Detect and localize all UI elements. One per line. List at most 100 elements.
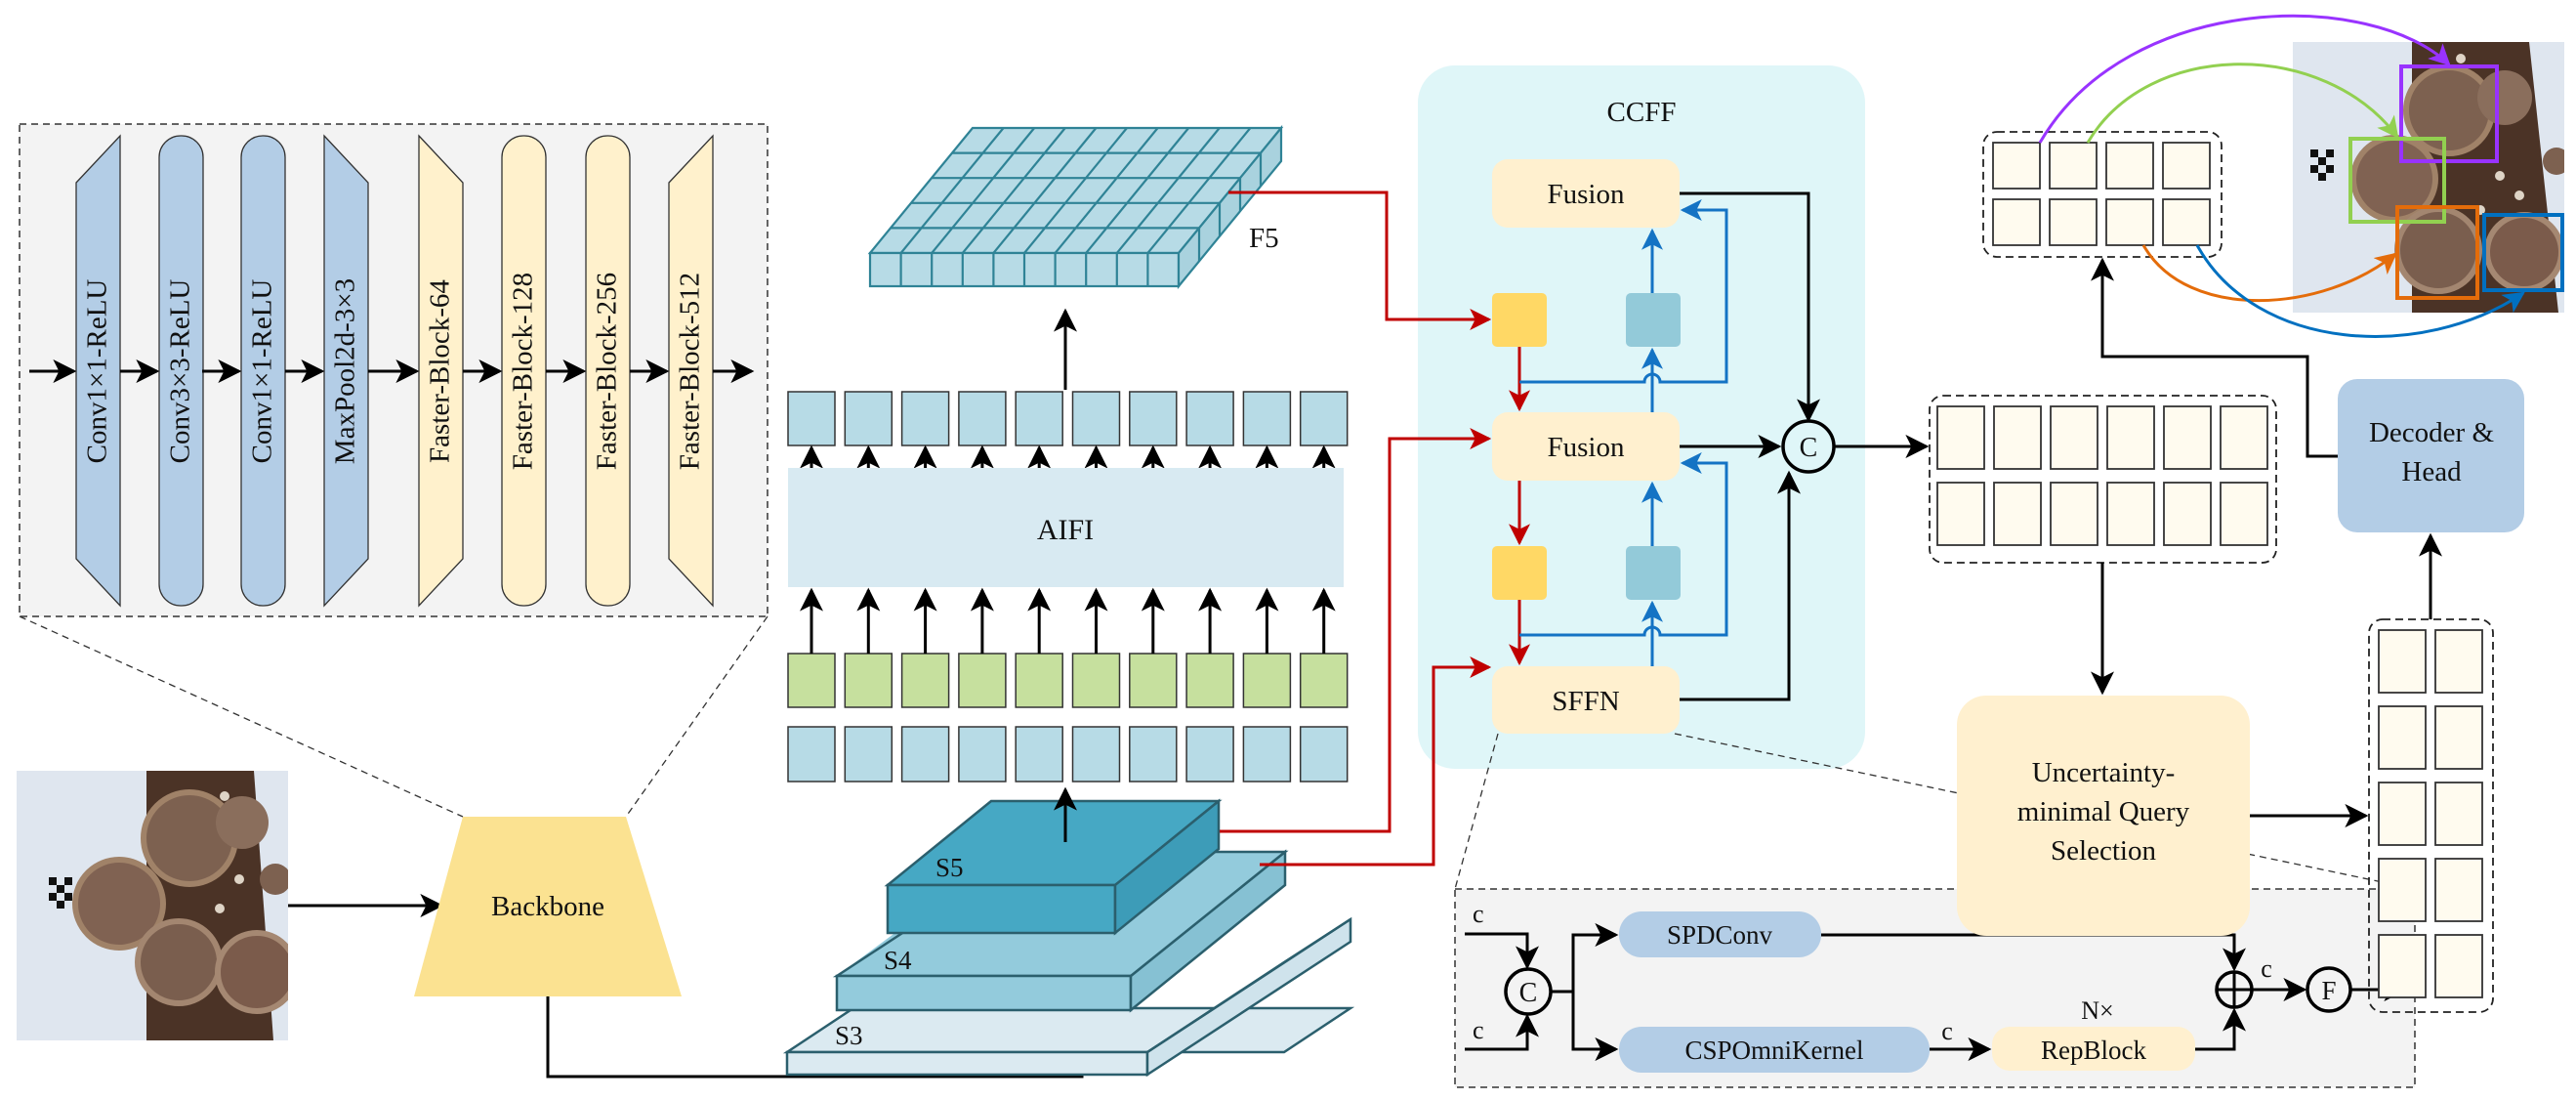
position-embedding-token <box>1129 653 1178 708</box>
aifi-output-token <box>844 391 893 446</box>
aifi-output-token <box>1129 391 1178 446</box>
encoder-token-cell <box>2050 405 2098 470</box>
repblock-label: RepBlock <box>2041 1036 2146 1065</box>
aifi-output-token <box>787 391 836 446</box>
edge-label-out: c <box>2261 954 2272 983</box>
arrow-decoder-to-outputs <box>2091 257 2338 458</box>
backbone-stage-label: Faster-Block-512 <box>675 273 706 470</box>
f5-feature-map <box>867 124 1284 290</box>
position-embedding-token <box>900 653 950 708</box>
mushroom <box>215 930 288 1014</box>
fusion-top-block[interactable]: Fusion <box>1492 159 1680 228</box>
fuse-symbol: F <box>2321 976 2336 1005</box>
query-selection-block[interactable]: Uncertainty- minimal Query Selection <box>1957 696 2250 936</box>
output-cell <box>2162 198 2211 246</box>
aifi-output-token <box>1242 391 1292 446</box>
link-purple <box>2038 14 2451 144</box>
arrow-sffn-to-concat <box>1680 470 1801 701</box>
sffn-zoom-guide-left <box>1454 733 1499 890</box>
aifi-output-token <box>1299 391 1349 446</box>
flattened-s5-token <box>1071 726 1121 783</box>
query-cell <box>2434 705 2483 770</box>
fusion-top-label: Fusion <box>1548 179 1625 210</box>
spdconv-label: SPDConv <box>1667 920 1773 950</box>
sffn-detail-panel: c c C SPDConv CSPOmniKernel RepBlock N× … <box>1454 888 2416 1088</box>
position-embedding-token <box>1015 653 1063 708</box>
position-embedding-token <box>844 653 893 708</box>
position-embedding-token <box>1185 653 1234 708</box>
backbone-stage-block[interactable]: Conv1×1-ReLU <box>75 134 121 608</box>
decoder-head-block[interactable]: Decoder & Head <box>2338 379 2524 532</box>
feature-pyramid: S3 S4 S5 <box>782 798 1355 1078</box>
flattened-s5-token <box>958 726 1007 783</box>
aifi-block[interactable]: AIFI <box>788 468 1344 587</box>
ccff-title: CCFF <box>1607 97 1677 128</box>
output-cell <box>1992 142 2041 190</box>
backbone-stage-label: Conv1×1-ReLU <box>247 279 278 464</box>
output-image <box>2293 42 2564 313</box>
query-selection-line-3: Selection <box>2051 835 2156 867</box>
position-embedding-token <box>1242 653 1292 708</box>
backbone-block[interactable]: Backbone <box>414 817 682 996</box>
position-embedding-token <box>1071 653 1121 708</box>
backbone-stage-block[interactable]: Faster-Block-512 <box>668 134 714 608</box>
s3-label: S3 <box>835 1021 863 1050</box>
decoder-head-line-1: Decoder & <box>2369 417 2494 448</box>
backbone-stage-block[interactable]: MaxPool2d-3×3 <box>323 134 369 608</box>
backbone-stage-block[interactable]: Faster-Block-256 <box>585 135 631 607</box>
encoder-token-cell <box>2220 482 2268 546</box>
backbone-stage-block[interactable]: Faster-Block-128 <box>501 135 547 607</box>
query-cell <box>2434 629 2483 694</box>
backbone-stage-block[interactable]: Conv3×3-ReLU <box>158 135 204 607</box>
flattened-s5-token <box>1015 726 1063 783</box>
backbone-stage-label: Faster-Block-64 <box>425 279 456 463</box>
output-cell <box>2049 198 2098 246</box>
fusion-mid-block[interactable]: Fusion <box>1492 412 1680 481</box>
query-cell <box>2378 858 2427 922</box>
sffn-input-top-label: c <box>1473 900 1484 928</box>
s5-label: S5 <box>935 853 964 882</box>
aifi-label: AIFI <box>1037 514 1094 546</box>
dashed-container <box>2368 618 2494 1013</box>
aifi-output-token <box>1015 391 1063 446</box>
link-orange <box>2141 244 2397 302</box>
output-cell <box>2049 142 2098 190</box>
input-image <box>17 771 288 1040</box>
flattened-s5-token <box>1242 726 1292 783</box>
prediction-outputs <box>1982 131 2223 258</box>
aifi-output-token <box>1185 391 1234 446</box>
encoder-output-tokens <box>1929 395 2277 564</box>
repblock-block[interactable]: RepBlock <box>1992 1027 2195 1071</box>
dashed-container <box>1982 131 2223 258</box>
spdconv-block[interactable]: SPDConv <box>1619 911 1821 957</box>
arrow-f5-to-ccff <box>1228 190 1492 330</box>
arrow-fusion-top-to-concat <box>1680 191 1820 423</box>
flattened-s5-token <box>787 726 836 783</box>
position-embedding-token <box>787 653 836 708</box>
query-cell <box>2378 629 2427 694</box>
backbone-stage-label: Conv1×1-ReLU <box>82 279 113 464</box>
f5-label: F5 <box>1249 223 1279 254</box>
output-cell <box>2105 198 2154 246</box>
arrow-blue-skip <box>1519 199 1728 384</box>
concat-symbol: C <box>1800 433 1818 463</box>
backbone-stage-block[interactable]: Conv1×1-ReLU <box>240 135 286 607</box>
backbone-stage-block[interactable]: Faster-Block-64 <box>418 134 464 608</box>
mushroom <box>135 918 223 1006</box>
sffn-concat-node: C <box>1504 967 1553 1016</box>
flattened-s5-token <box>844 726 893 783</box>
cspomnikernel-block[interactable]: CSPOmniKernel <box>1619 1027 1930 1073</box>
aifi-output-token <box>958 391 1007 446</box>
arrow-s4-to-ccff <box>1220 428 1492 833</box>
output-cell <box>2105 142 2154 190</box>
output-cell <box>2162 142 2211 190</box>
encoder-token-cell <box>2050 482 2098 546</box>
arrow-spdconv-to-add <box>1821 933 2246 972</box>
arrow-sffn-in-top <box>1465 932 1539 970</box>
sffn-concat-symbol: C <box>1519 978 1538 1008</box>
sffn-block[interactable]: SFFN <box>1492 666 1680 734</box>
zoom-guide-right <box>625 615 769 818</box>
s4-label: S4 <box>884 946 912 975</box>
backbone-stage-label: Faster-Block-256 <box>592 273 623 470</box>
query-cell <box>2378 705 2427 770</box>
